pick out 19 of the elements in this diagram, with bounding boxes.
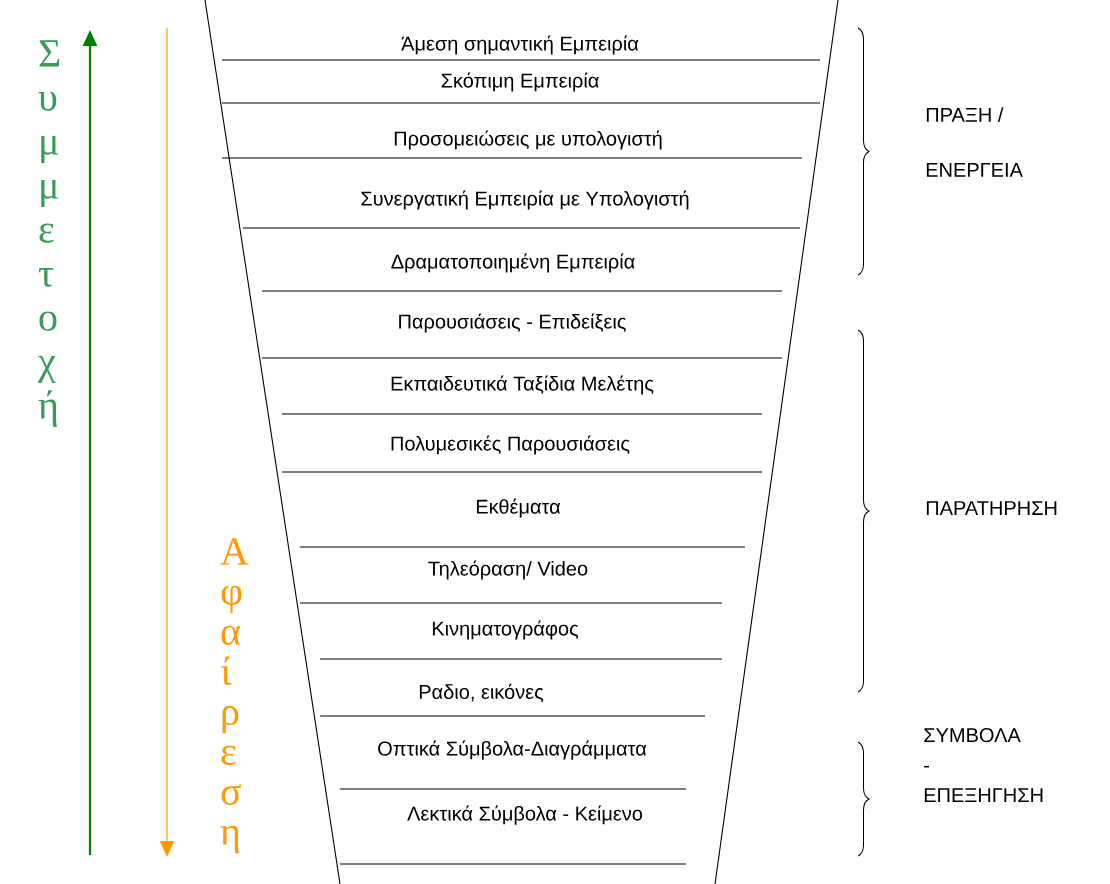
- vertical-label: Αφαίρεση: [220, 538, 249, 854]
- group-label: ΣΥΜΒΟΛΑ - ΕΠΕΞΗΓΗΣΗ: [924, 728, 1043, 802]
- vertical-label: Συμμετοχή: [37, 40, 60, 427]
- group-label: ΠΑΡΑΤΗΡΗΣΗ: [926, 501, 1057, 515]
- layer-label: Οπτικά Σύμβολα-Διαγράμματα: [378, 740, 647, 760]
- layer-label: Ραδιο, εικόνες: [419, 683, 544, 703]
- layer-label: Συνεργατική Εμπειρία με Υπολογιστή: [361, 190, 689, 210]
- layer-label: Κινηματογράφος: [432, 620, 579, 640]
- layer-label: Άμεση σημαντική Εμπειρία: [401, 35, 639, 55]
- group-label: ΠΡΑΞΗ / ΕΝΕΡΓΕΙΑ: [926, 107, 1023, 177]
- layer-label: Εκπαιδευτικά Ταξίδια Μελέτης: [391, 375, 654, 395]
- layer-label: Λεκτικά Σύμβολα - Κείμενο: [407, 805, 643, 825]
- layer-label: Παρουσιάσεις - Επιδείξεις: [399, 313, 626, 333]
- layer-label: Δραματοποιημένη Εμπειρία: [391, 253, 635, 273]
- layer-label: Πολυμεσικές Παρουσιάσεις: [391, 435, 630, 455]
- layer-label: Προσομειώσεις με υπολογιστή: [394, 130, 662, 150]
- layer-label: Εκθέματα: [476, 498, 561, 518]
- layer-label: Τηλεόραση/ Video: [428, 560, 588, 580]
- layer-label: Σκόπιμη Εμπειρία: [441, 72, 599, 92]
